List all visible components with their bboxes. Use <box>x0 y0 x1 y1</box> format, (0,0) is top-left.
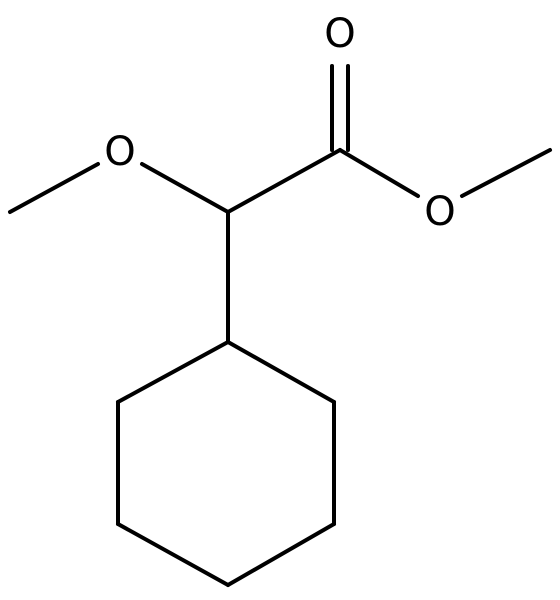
methoxy-methyl-bond <box>8 162 100 214</box>
atom-labels: O O O <box>104 11 455 235</box>
ester-bond-o-methyl <box>460 148 552 198</box>
ester-oxygen-label: O <box>424 189 455 235</box>
alpha-carbonyl-bond <box>226 148 342 214</box>
ring-bond-6 <box>116 340 230 404</box>
ring-bond-1 <box>226 340 336 404</box>
bonds <box>8 64 552 587</box>
ring-bond-4 <box>116 522 230 587</box>
methoxy-oxygen-label: O <box>104 129 135 175</box>
carbonyl-oxygen-label: O <box>324 11 355 57</box>
ester-bond-c-o <box>338 148 420 198</box>
ring-bond-3 <box>226 522 336 587</box>
alpha-methoxy-bond <box>140 162 230 214</box>
